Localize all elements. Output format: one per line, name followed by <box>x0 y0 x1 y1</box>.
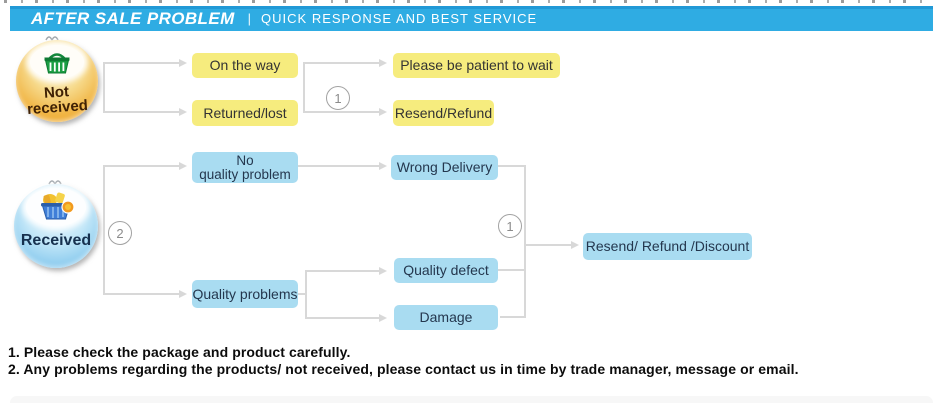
icon-backdrop <box>30 45 84 79</box>
connector-line <box>103 62 105 113</box>
section-header: AFTER SALE PROBLEM | QUICK RESPONSE AND … <box>10 6 933 31</box>
section-subtitle: QUICK RESPONSE AND BEST SERVICE <box>261 11 538 26</box>
flow-box-quality-defect: Quality defect <box>394 258 498 283</box>
connector-line <box>103 62 179 64</box>
connector-line <box>103 165 179 167</box>
flow-box-resend-refund: Resend/Refund <box>393 100 494 126</box>
bag-handle-icon <box>48 180 62 185</box>
not-received-label-line2: received <box>26 96 89 119</box>
section-title: AFTER SALE PROBLEM <box>31 8 235 28</box>
circled-number-1: 1 <box>326 86 350 110</box>
not-received-node: Not received <box>16 40 98 122</box>
flow-box-wrong-delivery: Wrong Delivery <box>391 155 498 180</box>
flow-box-quality-problems: Quality problems <box>192 280 298 308</box>
connector-line <box>298 165 379 167</box>
circled-number-2: 2 <box>108 221 132 245</box>
arrowhead-icon <box>379 108 387 116</box>
no-quality-problem-label: No quality problem <box>199 152 291 182</box>
flow-box-returned-lost: Returned/lost <box>192 100 298 126</box>
connector-line <box>500 316 526 318</box>
flow-box-please-wait: Please be patient to wait <box>393 53 560 78</box>
blue-shopping-basket-icon <box>41 192 75 220</box>
arrowhead-icon <box>179 59 187 67</box>
connector-line <box>303 62 305 113</box>
flow-box-resend-refund-discount: Resend/ Refund /Discount <box>583 233 752 260</box>
arrowhead-icon <box>379 314 387 322</box>
arrowhead-icon <box>379 162 387 170</box>
no-quality-problem-line1: No <box>236 152 254 168</box>
connector-line <box>305 270 379 272</box>
bag-handle-icon <box>45 36 59 41</box>
icon-backdrop <box>26 188 86 226</box>
green-shopping-basket-icon <box>44 53 70 74</box>
received-label: Received <box>20 232 92 249</box>
arrowhead-icon <box>379 267 387 275</box>
connector-line <box>103 165 105 295</box>
connector-line <box>103 293 179 295</box>
connector-line <box>524 244 571 246</box>
arrowhead-icon <box>179 290 187 298</box>
cropped-text-artifacts <box>4 0 934 3</box>
note-line-1: 1. Please check the package and product … <box>8 344 351 360</box>
arrowhead-icon <box>179 162 187 170</box>
circled-number-1: 1 <box>498 214 522 238</box>
connector-line <box>303 62 379 64</box>
connector-line <box>498 165 526 167</box>
connector-line <box>498 269 526 271</box>
arrowhead-icon <box>571 241 579 249</box>
arrowhead-icon <box>379 59 387 67</box>
connector-line <box>298 293 307 295</box>
next-section-edge <box>10 396 933 403</box>
connector-line <box>524 165 526 318</box>
arrowhead-icon <box>179 108 187 116</box>
flow-box-damage: Damage <box>394 305 498 330</box>
connector-line <box>305 317 379 319</box>
title-separator: | <box>247 11 252 26</box>
flow-box-no-quality-problem: No quality problem <box>192 152 298 183</box>
received-node: Received <box>14 184 98 268</box>
not-received-label: Not received <box>15 82 99 118</box>
connector-line <box>303 111 379 113</box>
note-line-2: 2. Any problems regarding the products/ … <box>8 361 799 377</box>
flow-box-on-the-way: On the way <box>192 53 298 78</box>
no-quality-problem-line2: quality problem <box>199 166 291 182</box>
connector-line <box>103 111 179 113</box>
connector-line <box>305 270 307 319</box>
